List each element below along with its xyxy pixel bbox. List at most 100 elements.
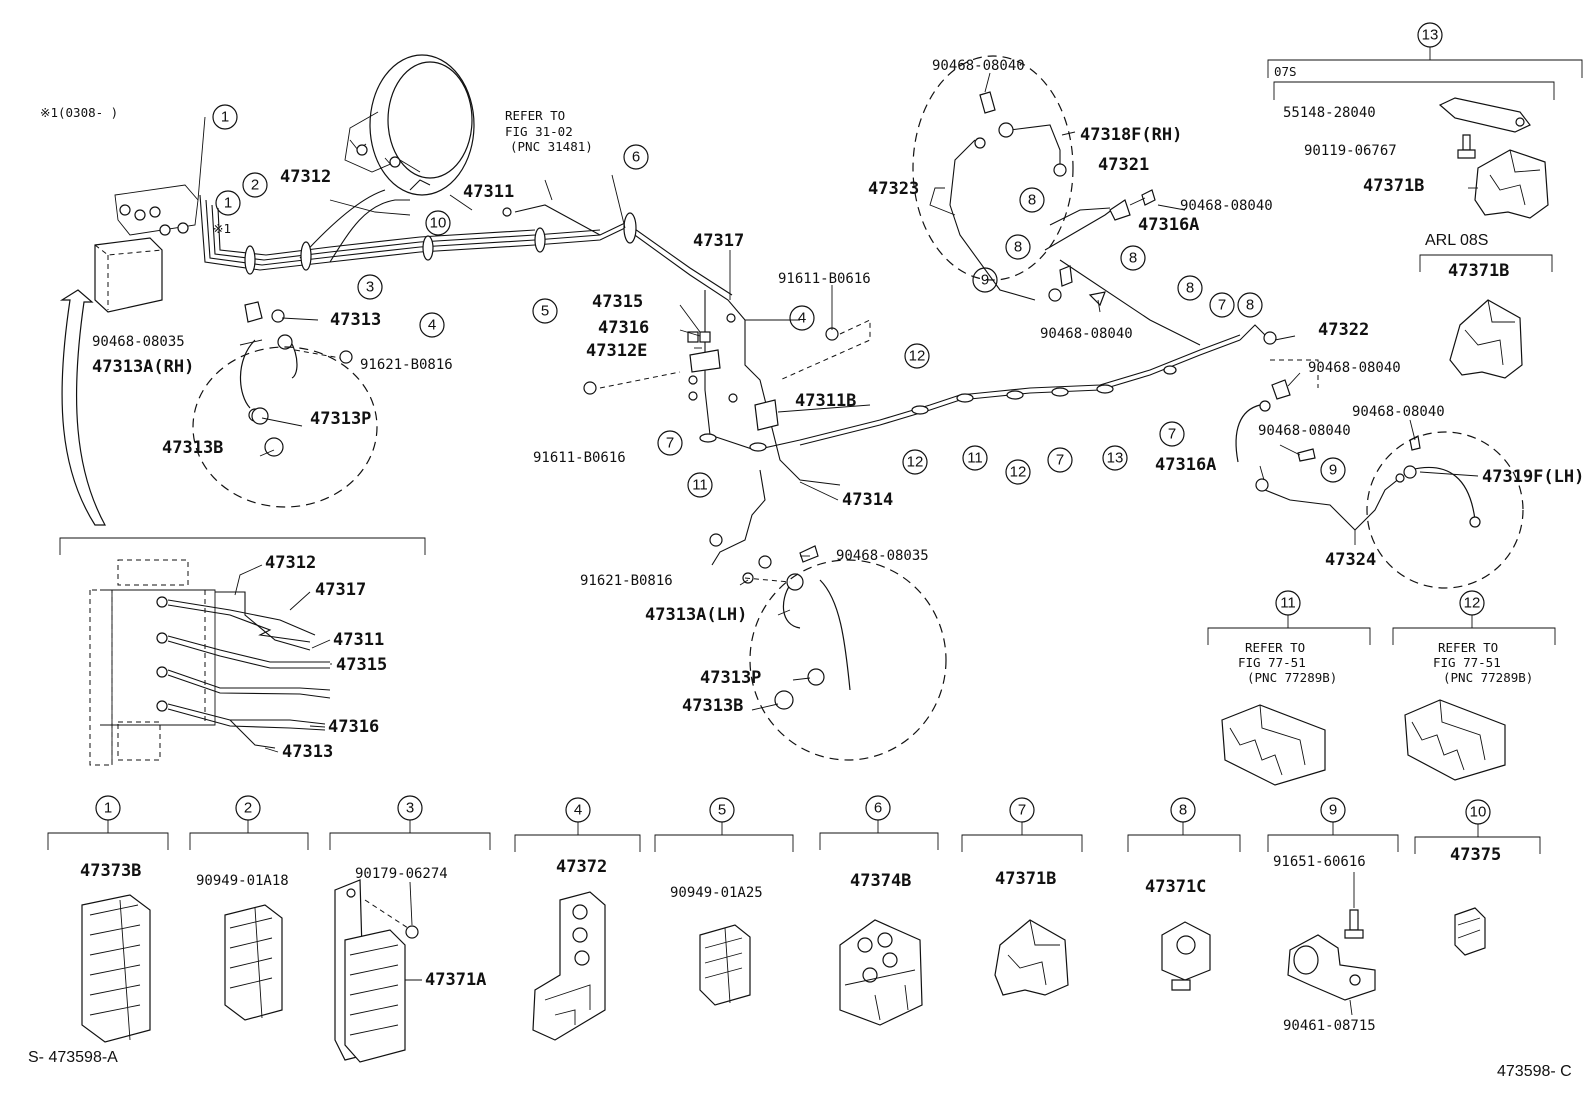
clamp-1: 1 47373B [47,795,169,1043]
label-47323: 47323 [868,179,919,199]
group-13-right-label: ARL 08S [1425,232,1488,249]
svg-text:8: 8 [1129,250,1137,267]
svg-text:12: 12 [909,348,926,365]
label-47321: 47321 [1098,155,1149,175]
svg-text:1: 1 [224,195,232,212]
svg-text:9: 9 [1329,802,1337,819]
refer-fig-31: REFER TO FIG 31-02 (PNC 31481) [505,108,593,154]
clamp-2: 2 90949-01A18 [189,795,309,1021]
clamp-9: 9 91651-60616 90461-08715 [1267,797,1399,1034]
label-90468-08040-r1: 90468-08040 [1180,198,1273,214]
label-47311: 47311 [463,182,514,202]
svg-text:4: 4 [574,802,582,819]
refer-77a-line1: REFER TO [1245,640,1305,655]
label-47371b-b: 47371B [1448,261,1509,281]
svg-text:1: 1 [221,109,229,126]
clamp-label-90179-06274: 90179-06274 [355,866,448,882]
inset-label-47316: 47316 [328,717,379,737]
refer-77a-line2: FIG 77-51 [1238,655,1306,670]
center-brackets [583,319,871,431]
inset-label-47315: 47315 [336,655,387,675]
inset-label-47312: 47312 [265,553,316,573]
svg-text:7: 7 [1056,452,1064,469]
label-47318f-rh: 47318F(RH) [1080,125,1182,145]
group-12: 12 REFER TO FIG 77-51 (PNC 77289B) [1392,590,1556,781]
label-91611-b0616-a: 91611-B0616 [778,271,871,287]
svg-text:8: 8 [1246,297,1254,314]
clamp-label-47371c: 47371C [1145,877,1206,897]
label-91621-b0816-b: 91621-B0816 [580,573,673,589]
label-47315: 47315 [592,292,643,312]
refer-77b-line1: REFER TO [1438,640,1498,655]
label-47317: 47317 [693,231,744,251]
svg-text:11: 11 [692,477,708,494]
svg-text:11: 11 [967,450,983,467]
clamp-label-90949-01a25: 90949-01A25 [670,885,763,901]
label-47313p-b: 47313P [700,668,761,688]
brake-booster [344,54,475,196]
clamp-7: 7 47371B [961,797,1083,996]
abs-actuator [94,184,199,313]
group-11: 11 REFER TO FIG 77-51 (PNC 77289B) [1207,590,1371,786]
svg-text:10: 10 [1470,804,1487,821]
label-91621-b0816-a: 91621-B0816 [360,357,453,373]
svg-text:2: 2 [244,800,252,817]
refer-77b-line3: (PNC 77289B) [1443,670,1533,685]
clamp-3: 3 90179-06274 47371A [329,795,491,1063]
note-top: ※1(0308- ) [40,105,118,120]
label-55148-28040: 55148-28040 [1283,105,1376,121]
svg-text:6: 6 [874,800,882,817]
clamp-6: 6 47374B [819,795,939,1026]
svg-text:9: 9 [981,272,989,289]
inset-label-47317: 47317 [315,580,366,600]
label-47313b-b: 47313B [682,696,743,716]
svg-text:8: 8 [1014,239,1022,256]
svg-text:7: 7 [1218,297,1226,314]
refer-77b-line2: FIG 77-51 [1433,655,1501,670]
label-47316a-b: 47316A [1155,455,1216,475]
label-91611-b0616-b: 91611-B0616 [533,450,626,466]
label-90468-08040-r2: 90468-08040 [1308,360,1401,376]
label-90468-08040-mid: 90468-08040 [1040,326,1133,342]
label-90468-08040-r3: 90468-08040 [1352,404,1445,420]
inset-arrow [59,289,107,526]
svg-text:7: 7 [1168,426,1176,443]
inset-detail: 47312 47317 47311 47315 47316 47313 [59,537,426,766]
svg-text:2: 2 [251,177,259,194]
svg-text:1: 1 [104,800,112,817]
label-47316a-a: 47316A [1138,215,1199,235]
svg-text:9: 9 [1329,462,1337,479]
label-47322: 47322 [1318,320,1369,340]
svg-text:10: 10 [430,215,447,232]
svg-text:12: 12 [1464,595,1481,612]
refer-31-line1: REFER TO [505,108,565,123]
refer-31-line2: FIG 31-02 [505,124,573,139]
svg-text:3: 3 [406,800,414,817]
lh-front-hose [709,469,947,761]
svg-text:6: 6 [632,149,640,166]
clamp-label-47371b: 47371B [995,869,1056,889]
svg-text:13: 13 [1422,27,1439,44]
main-callouts: 1 1 2 3 4 5 6 10 4 7 11 12 12 11 12 7 13… [212,22,1443,498]
lh-rear-hose [1235,324,1524,589]
doc-id-right: 473598- C [1497,1063,1572,1080]
svg-text:7: 7 [1018,802,1026,819]
inset-label-47313: 47313 [282,742,333,762]
svg-text:4: 4 [428,317,436,334]
label-47316: 47316 [598,318,649,338]
label-47313: 47313 [330,310,381,330]
leader-lines [197,72,1479,711]
svg-text:4: 4 [798,310,806,327]
clamp-label-90949-01a18: 90949-01A18 [196,873,289,889]
clamp-label-91651-60616: 91651-60616 [1273,854,1366,870]
label-47319f-lh: 47319F(LH) [1482,467,1584,487]
clamp-10: 10 47375 [1414,799,1541,956]
label-90468-08040-r4: 90468-08040 [1258,423,1351,439]
clamp-label-47372: 47372 [556,857,607,877]
label-47324: 47324 [1325,550,1376,570]
clamp-label-47371a: 47371A [425,970,486,990]
clamp-label-47373b: 47373B [80,861,141,881]
clamp-label-47374b: 47374B [850,871,911,891]
